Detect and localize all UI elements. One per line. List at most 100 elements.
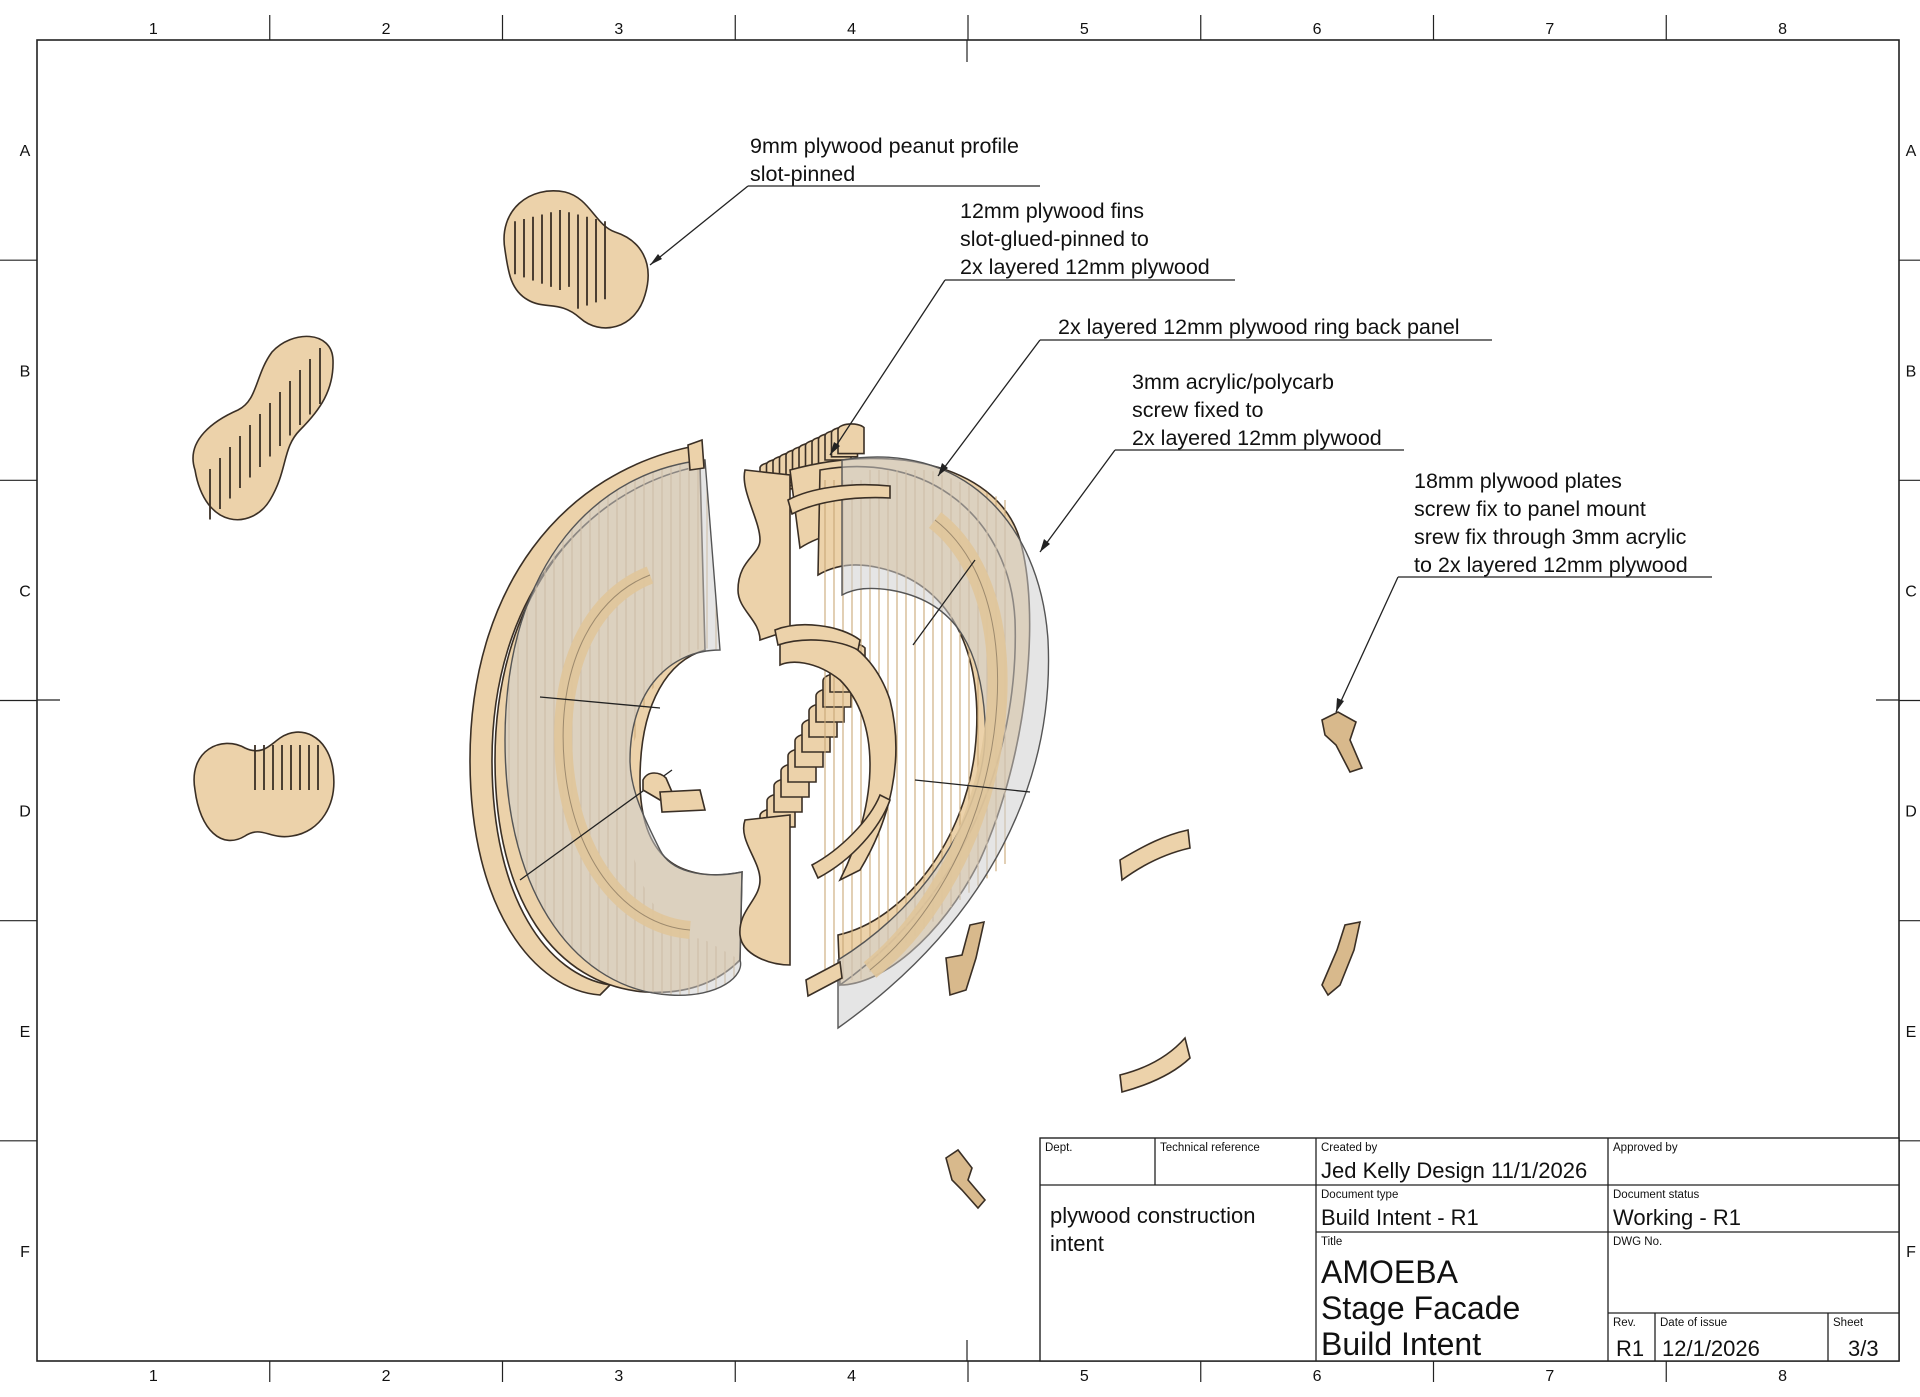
description-line-1: plywood construction xyxy=(1050,1203,1255,1228)
doc-status-value: Working - R1 xyxy=(1613,1205,1741,1230)
column-label-bottom: 6 xyxy=(1313,1368,1322,1385)
row-label-left: D xyxy=(19,804,31,821)
doc-status-label: Document status xyxy=(1613,1189,1700,1201)
svg-text:plywood construction: plywood construction xyxy=(1050,1203,1255,1228)
row-label-right: B xyxy=(1906,363,1917,380)
svg-text:screw fix to panel mount: screw fix to panel mount xyxy=(1414,497,1646,521)
svg-text:R1: R1 xyxy=(1616,1336,1644,1361)
column-label-bottom: 5 xyxy=(1080,1368,1089,1385)
svg-text:2x layered 12mm plywood: 2x layered 12mm plywood xyxy=(1132,426,1382,450)
rev-value: R1 xyxy=(1616,1336,1644,1361)
svg-text:Date of issue: Date of issue xyxy=(1660,1317,1727,1329)
svg-text:Jed Kelly Design 11/1/2026: Jed Kelly Design 11/1/2026 xyxy=(1321,1158,1587,1183)
doc-type-label: Document type xyxy=(1321,1189,1398,1201)
sheet-label: Sheet xyxy=(1833,1317,1864,1329)
row-label-left: B xyxy=(20,363,31,380)
title-block: Dept. Technical reference Created by Jed… xyxy=(1039,1137,1900,1362)
svg-text:Stage Facade: Stage Facade xyxy=(1321,1290,1520,1326)
row-label-left: C xyxy=(19,583,31,600)
row-label-left: E xyxy=(20,1024,31,1041)
column-label-bottom: 2 xyxy=(382,1368,391,1385)
svg-text:Technical reference: Technical reference xyxy=(1160,1142,1260,1154)
svg-text:DWG No.: DWG No. xyxy=(1613,1236,1662,1248)
dwg-no-label: DWG No. xyxy=(1613,1236,1662,1248)
row-label-right: E xyxy=(1906,1024,1917,1041)
rev-label: Rev. xyxy=(1613,1317,1636,1329)
svg-text:Created by: Created by xyxy=(1321,1142,1378,1154)
svg-text:srew fix through 3mm acrylic: srew fix through 3mm acrylic xyxy=(1414,525,1687,549)
row-label-right: A xyxy=(1906,143,1917,160)
sheet-value: 3/3 xyxy=(1848,1336,1879,1361)
svg-text:Sheet: Sheet xyxy=(1833,1317,1864,1329)
peanut-profile-upper-left xyxy=(192,335,334,521)
plate-mid-right xyxy=(1321,920,1362,997)
left-ring-assembly xyxy=(469,438,743,996)
row-label-right: C xyxy=(1905,583,1917,600)
callout-ring-back-panel: 2x layered 12mm plywood ring back panel xyxy=(937,315,1492,477)
svg-text:2x layered 12mm plywood ring b: 2x layered 12mm plywood ring back panel xyxy=(1058,315,1460,339)
approved-by-label: Approved by xyxy=(1613,1142,1678,1154)
row-label-left: A xyxy=(20,143,31,160)
svg-text:3/3: 3/3 xyxy=(1848,1336,1879,1361)
column-label-top: 3 xyxy=(614,21,623,38)
row-label-left: F xyxy=(20,1244,30,1261)
svg-text:screw fixed to: screw fixed to xyxy=(1132,398,1263,422)
title-line-1: AMOEBA xyxy=(1321,1254,1459,1290)
svg-text:Approved by: Approved by xyxy=(1613,1142,1678,1154)
created-by-value: Jed Kelly Design 11/1/2026 xyxy=(1321,1158,1587,1183)
row-ticks xyxy=(0,259,1920,1142)
callout-fins: 12mm plywood fins slot-glued-pinned to 2… xyxy=(829,199,1235,456)
plate-mid-left xyxy=(945,920,986,997)
column-label-top: 1 xyxy=(149,21,158,38)
column-label-bottom: 1 xyxy=(149,1368,158,1385)
dept-label: Dept. xyxy=(1045,1142,1073,1154)
svg-text:intent: intent xyxy=(1050,1231,1104,1256)
svg-text:slot-pinned: slot-pinned xyxy=(750,162,855,186)
svg-text:slot-glued-pinned to: slot-glued-pinned to xyxy=(960,227,1149,251)
svg-text:AMOEBA: AMOEBA xyxy=(1321,1254,1459,1290)
column-label-bottom: 7 xyxy=(1545,1368,1554,1385)
svg-text:2x layered 12mm plywood: 2x layered 12mm plywood xyxy=(960,255,1210,279)
svg-text:12mm plywood fins: 12mm plywood fins xyxy=(960,199,1144,223)
svg-text:Build Intent - R1: Build Intent - R1 xyxy=(1321,1205,1479,1230)
row-label-right: F xyxy=(1906,1244,1916,1261)
title-line-3: Build Intent xyxy=(1321,1326,1481,1362)
right-ring-assembly xyxy=(737,423,1050,1030)
sheet-frame xyxy=(0,15,1920,1382)
svg-text:to 2x layered 12mm plywood: to 2x layered 12mm plywood xyxy=(1414,553,1688,577)
column-label-top: 2 xyxy=(382,21,391,38)
column-label-bottom: 3 xyxy=(614,1368,623,1385)
arc-plate-upper xyxy=(1119,829,1191,882)
plate-top-right xyxy=(1321,711,1364,773)
svg-text:Rev.: Rev. xyxy=(1613,1317,1636,1329)
svg-text:Build Intent: Build Intent xyxy=(1321,1326,1481,1362)
svg-text:9mm plywood peanut profile: 9mm plywood peanut profile xyxy=(750,134,1019,158)
row-label-right: D xyxy=(1905,804,1917,821)
plate-bottom-left xyxy=(945,1148,987,1210)
date-value: 12/1/2026 xyxy=(1662,1336,1760,1361)
column-label-top: 5 xyxy=(1080,21,1089,38)
arc-plate-lower xyxy=(1119,1036,1191,1094)
peanut-profile-lower-left xyxy=(193,731,335,842)
svg-text:Working - R1: Working - R1 xyxy=(1613,1205,1741,1230)
callout-acrylic: 3mm acrylic/polycarb screw fixed to 2x l… xyxy=(1039,370,1404,553)
callout-plates: 18mm plywood plates screw fix to panel m… xyxy=(1335,469,1712,713)
svg-text:Dept.: Dept. xyxy=(1045,1142,1073,1154)
svg-text:18mm plywood plates: 18mm plywood plates xyxy=(1414,469,1622,493)
svg-text:Document status: Document status xyxy=(1613,1189,1700,1201)
callout-peanut-profile: 9mm plywood peanut profile slot-pinned xyxy=(649,134,1040,266)
created-by-label: Created by xyxy=(1321,1142,1378,1154)
date-label: Date of issue xyxy=(1660,1317,1727,1329)
column-label-bottom: 4 xyxy=(847,1368,856,1385)
title-line-2: Stage Facade xyxy=(1321,1290,1520,1326)
column-label-top: 8 xyxy=(1778,21,1787,38)
tech-ref-label: Technical reference xyxy=(1160,1142,1260,1154)
column-label-top: 4 xyxy=(847,21,856,38)
column-label-top: 7 xyxy=(1545,21,1554,38)
svg-text:Document type: Document type xyxy=(1321,1189,1398,1201)
column-label-bottom: 8 xyxy=(1778,1368,1787,1385)
svg-text:Title: Title xyxy=(1321,1236,1342,1248)
column-ticks xyxy=(269,15,1667,1382)
